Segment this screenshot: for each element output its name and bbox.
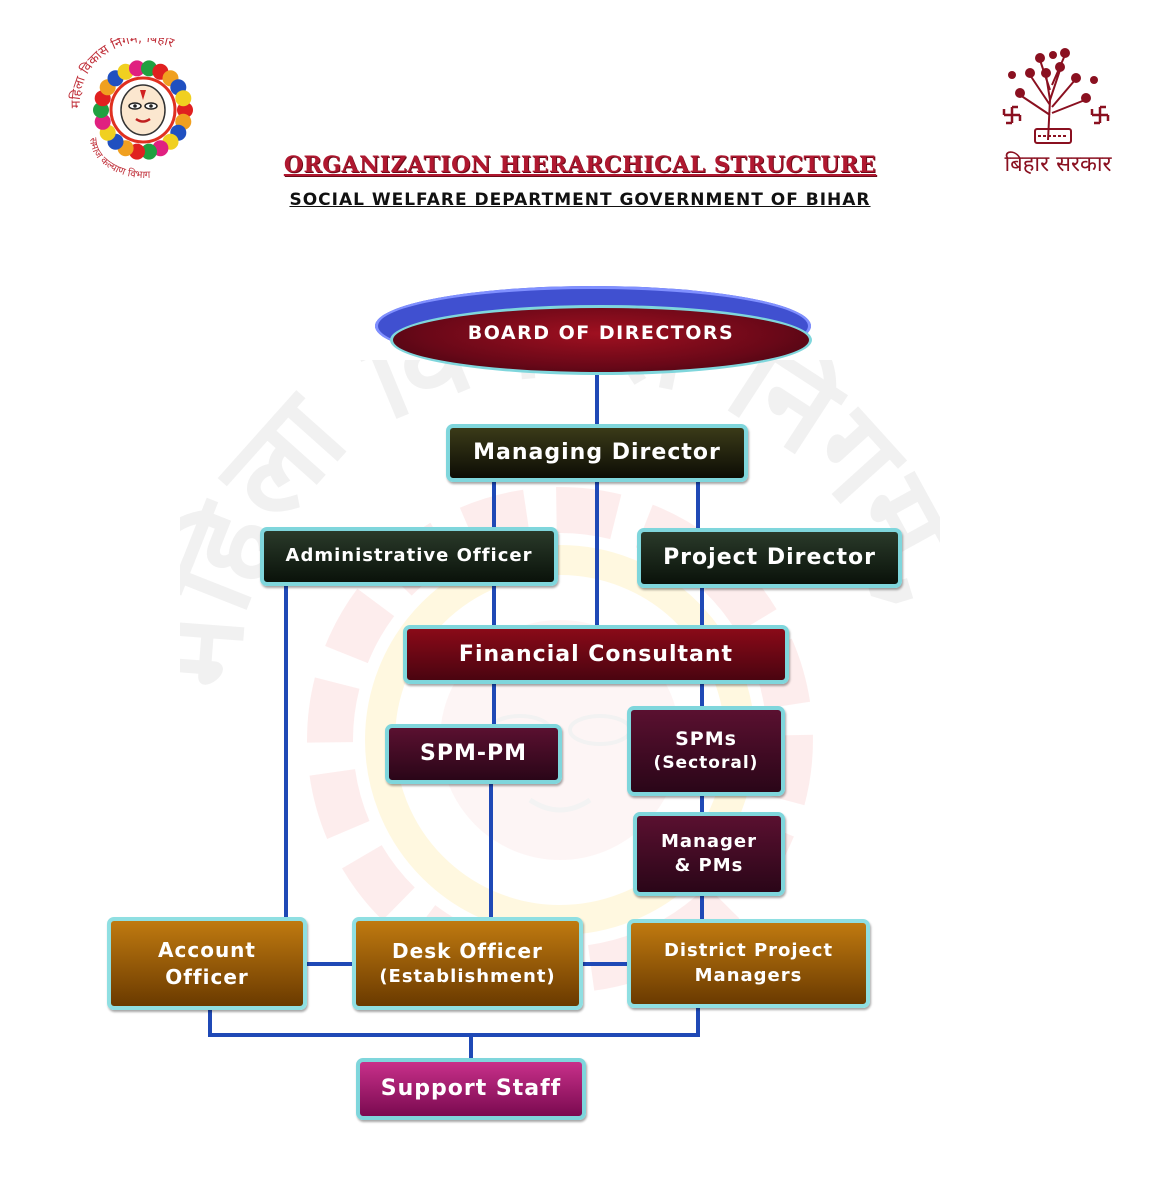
- managing-director-label: Managing Director: [473, 440, 721, 466]
- page-title: ORGANIZATION HIERARCHICAL STRUCTURE: [283, 152, 877, 178]
- pms-label: & PMs: [674, 855, 744, 876]
- spm-pm-node: SPM-PM: [385, 724, 562, 784]
- financial-consultant-node: Financial Consultant: [403, 625, 789, 684]
- board-of-directors-label: BOARD OF DIRECTORS: [467, 322, 735, 344]
- desk-officer-label: Desk Officer: [392, 938, 543, 963]
- logo-petal: [177, 102, 193, 118]
- district-project-label: District Project: [663, 940, 834, 962]
- support-staff-node: Support Staff: [356, 1058, 586, 1120]
- managers-label: Managers: [694, 964, 803, 986]
- manager-pms-node: Manager & PMs: [633, 812, 785, 896]
- project-director-label: Project Director: [663, 545, 876, 571]
- managing-director-node: Managing Director: [446, 424, 748, 482]
- establishment-label: (Establishment): [379, 965, 556, 987]
- district-project-managers-node: District Project Managers: [627, 919, 870, 1008]
- logo-petal: [175, 90, 192, 107]
- page-subtitle: SOCIAL WELFARE DEPARTMENT GOVERNMENT OF …: [289, 190, 871, 210]
- logo-petal: [94, 113, 111, 130]
- logo-petal: [129, 60, 145, 77]
- bihar-sarkar-caption: बिहार सरकार: [1004, 151, 1112, 177]
- logo-petal: [93, 102, 109, 118]
- financial-consultant-label: Financial Consultant: [458, 641, 734, 667]
- manager-label: Manager: [661, 830, 757, 852]
- desk-officer-node: Desk Officer (Establishment): [352, 917, 583, 1010]
- board-of-directors-node: BOARD OF DIRECTORS: [390, 305, 812, 375]
- officer-label: Officer: [165, 964, 249, 989]
- bihar-government-emblem: बिहार सरकार: [1002, 48, 1113, 177]
- administrative-officer-label: Administrative Officer: [285, 545, 533, 567]
- spms-label: SPMs: [675, 727, 737, 750]
- logo-petal: [141, 143, 157, 160]
- project-director-node: Project Director: [637, 528, 902, 588]
- spms-sectoral-label: (Sectoral): [653, 753, 759, 774]
- mahila-vikas-nigam-logo: महिला विकास निगम, बिहार समाज कल्याण विभा…: [68, 38, 193, 178]
- support-staff-label: Support Staff: [380, 1076, 562, 1102]
- spm-pm-label: SPM-PM: [419, 741, 527, 767]
- administrative-officer-node: Administrative Officer: [260, 527, 558, 586]
- account-label: Account: [158, 937, 256, 962]
- account-officer-node: Account Officer: [107, 917, 307, 1010]
- spms-sectoral-node: SPMs (Sectoral): [627, 706, 785, 796]
